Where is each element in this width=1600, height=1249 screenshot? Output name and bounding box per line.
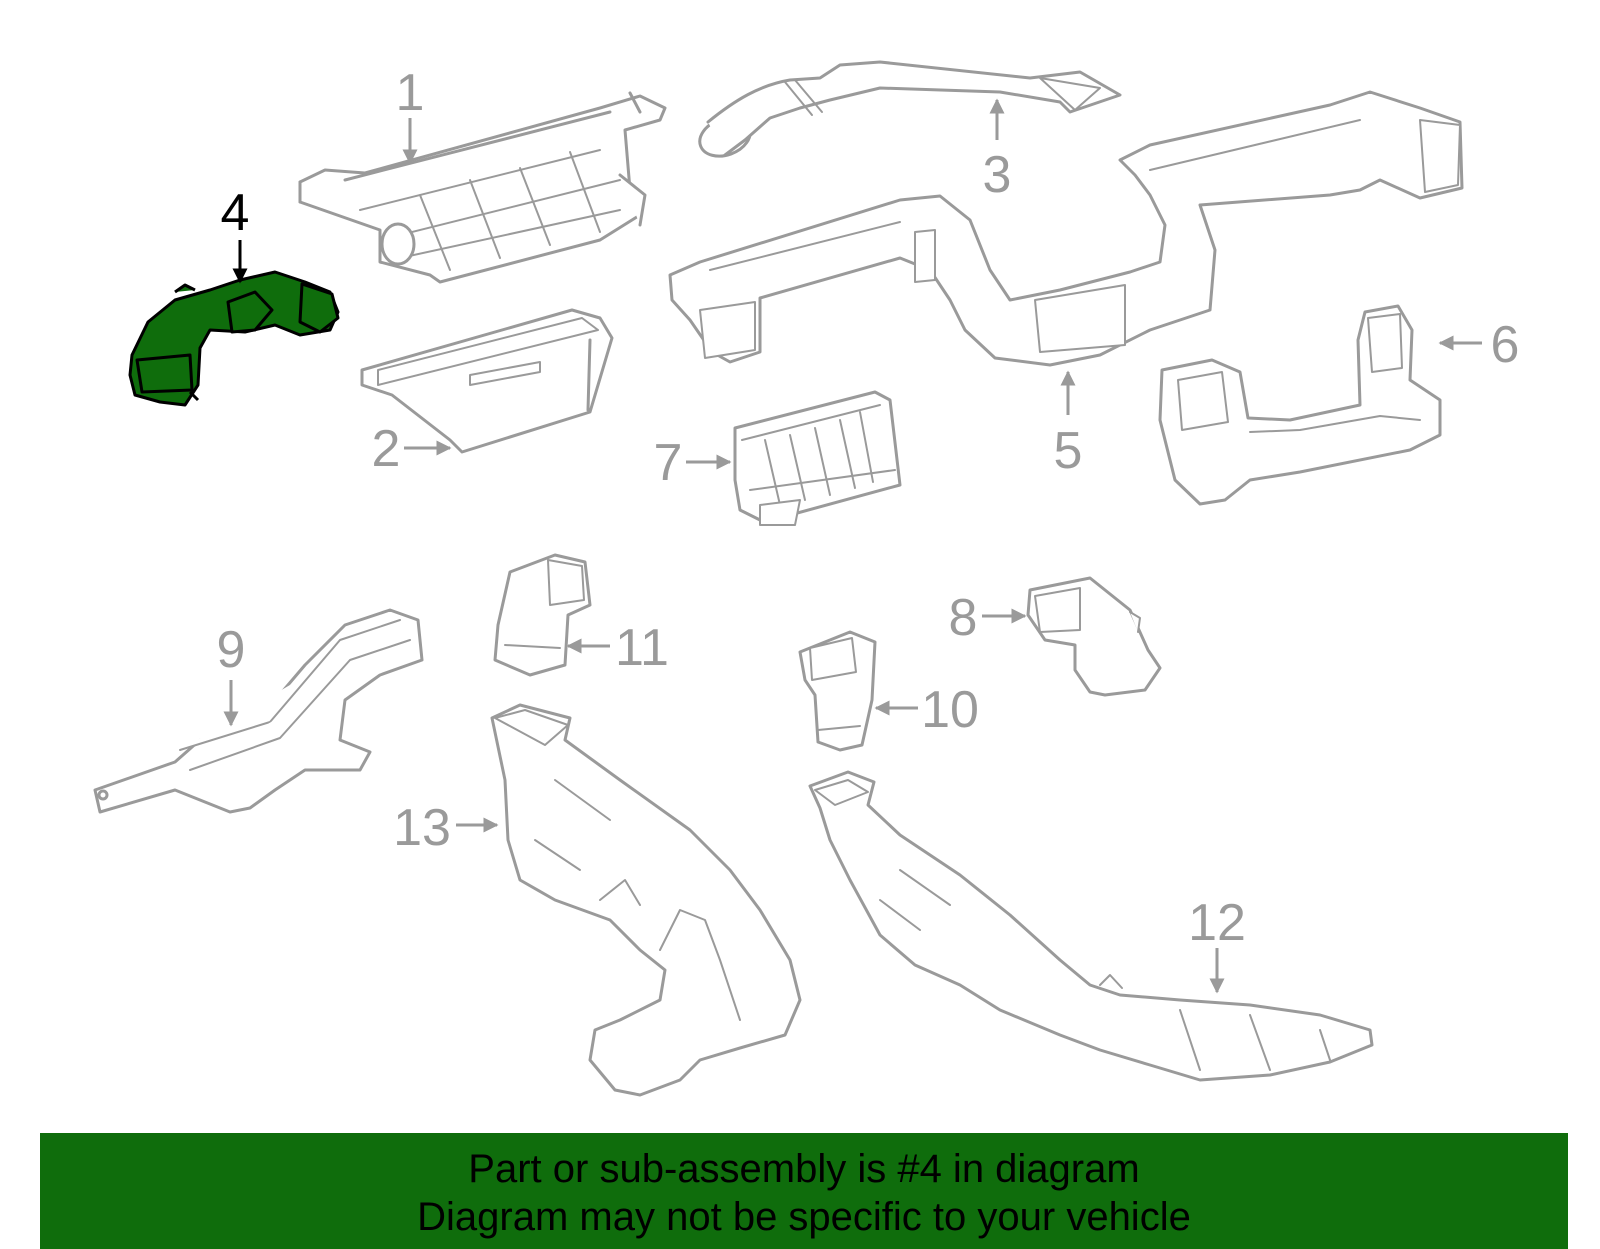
part-2-defroster-tray bbox=[360, 308, 614, 454]
part-7-vent-assembly bbox=[733, 390, 902, 526]
part-5-main-duct bbox=[668, 90, 1464, 367]
callout-5: 5 bbox=[1054, 422, 1083, 480]
callout-2: 2 bbox=[372, 420, 401, 478]
callout-7: 7 bbox=[654, 434, 683, 492]
callout-6: 6 bbox=[1491, 316, 1520, 374]
callout-12: 12 bbox=[1188, 894, 1246, 952]
callout-11: 11 bbox=[615, 619, 669, 677]
part-4-highlighted-duct bbox=[128, 270, 340, 407]
part-11-vertical-duct bbox=[493, 553, 592, 677]
part-12-rear-duct bbox=[808, 770, 1374, 1082]
part-3-upper-duct bbox=[698, 60, 1122, 158]
callout-3: 3 bbox=[983, 146, 1012, 204]
part-13-rear-duct bbox=[490, 703, 802, 1097]
callout-10: 10 bbox=[921, 681, 979, 739]
callout-1: 1 bbox=[396, 64, 425, 122]
part-1-vent-grille bbox=[298, 91, 667, 284]
part-10-vertical-duct bbox=[798, 630, 877, 752]
callout-4: 4 bbox=[221, 184, 250, 242]
callout-13: 13 bbox=[393, 799, 451, 857]
info-banner: Part or sub-assembly is #4 in diagram Di… bbox=[40, 1133, 1568, 1249]
banner-line-1: Part or sub-assembly is #4 in diagram bbox=[468, 1147, 1140, 1191]
callout-8: 8 bbox=[949, 589, 978, 647]
part-6-side-duct bbox=[1158, 304, 1442, 506]
part-9-floor-duct bbox=[93, 608, 424, 814]
part-8-elbow-duct bbox=[1026, 576, 1162, 697]
callout-9: 9 bbox=[217, 621, 246, 679]
banner-line-2: Diagram may not be specific to your vehi… bbox=[417, 1195, 1191, 1239]
